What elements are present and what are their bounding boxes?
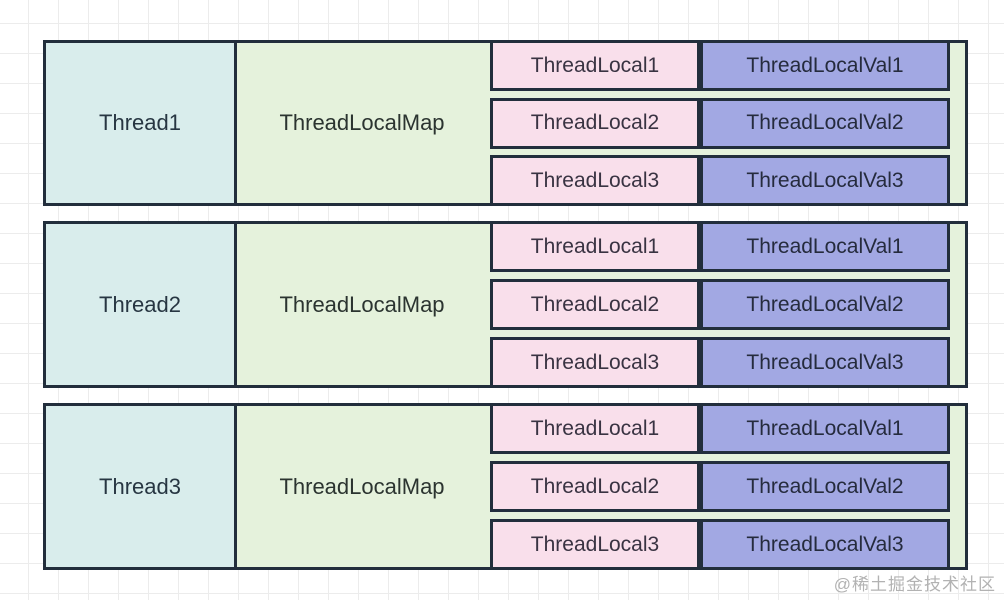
threadlocal-value-cell: ThreadLocalVal3 — [700, 519, 950, 570]
threadlocalmap-label: ThreadLocalMap — [279, 473, 445, 499]
thread-box-3: Thread3 — [43, 403, 237, 570]
entry-row: ThreadLocal3 ThreadLocalVal3 — [490, 519, 950, 570]
threadlocal-key-cell: ThreadLocal3 — [490, 337, 700, 388]
thread-group-3: Thread3 ThreadLocalMap ThreadLocal1 Thre… — [43, 403, 968, 570]
entry-row: ThreadLocal2 ThreadLocalVal2 — [490, 279, 950, 330]
entry-rows-1: ThreadLocal1 ThreadLocalVal1 ThreadLocal… — [490, 40, 950, 206]
entry-row: ThreadLocal2 ThreadLocalVal2 — [490, 97, 950, 149]
thread-box-2: Thread2 — [43, 221, 237, 388]
threadlocal-key-cell: ThreadLocal2 — [490, 97, 700, 149]
threadlocal-key-cell: ThreadLocal2 — [490, 461, 700, 512]
entry-rows-2: ThreadLocal1 ThreadLocalVal1 ThreadLocal… — [490, 221, 950, 388]
threadlocal-value-cell: ThreadLocalVal2 — [700, 461, 950, 512]
threadlocal-value-cell: ThreadLocalVal1 — [700, 40, 950, 91]
threadlocal-key-cell: ThreadLocal1 — [490, 221, 700, 272]
threadlocal-value-cell: ThreadLocalVal1 — [700, 221, 950, 272]
threadlocal-key-cell: ThreadLocal3 — [490, 519, 700, 570]
entry-row: ThreadLocal1 ThreadLocalVal1 — [490, 40, 950, 91]
threadlocal-key-cell: ThreadLocal3 — [490, 155, 700, 206]
watermark-text: @稀土掘金技术社区 — [833, 575, 996, 594]
threadlocal-value-cell: ThreadLocalVal2 — [700, 279, 950, 330]
threadlocal-key-cell: ThreadLocal2 — [490, 279, 700, 330]
thread-label: Thread1 — [99, 110, 181, 135]
entry-row: ThreadLocal1 ThreadLocalVal1 — [490, 221, 950, 272]
thread-label: Thread3 — [99, 473, 181, 499]
entry-row: ThreadLocal1 ThreadLocalVal1 — [490, 403, 950, 454]
entry-rows-3: ThreadLocal1 ThreadLocalVal1 ThreadLocal… — [490, 403, 950, 570]
threadlocal-value-cell: ThreadLocalVal3 — [700, 337, 950, 388]
threadlocal-key-cell: ThreadLocal1 — [490, 40, 700, 91]
entry-row: ThreadLocal2 ThreadLocalVal2 — [490, 461, 950, 512]
threadlocal-value-cell: ThreadLocalVal1 — [700, 403, 950, 454]
thread-label: Thread2 — [99, 291, 181, 317]
entry-row: ThreadLocal3 ThreadLocalVal3 — [490, 155, 950, 206]
threadlocal-key-cell: ThreadLocal1 — [490, 403, 700, 454]
threadlocal-value-cell: ThreadLocalVal3 — [700, 155, 950, 206]
thread-group-2: Thread2 ThreadLocalMap ThreadLocal1 Thre… — [43, 221, 968, 388]
threadlocal-value-cell: ThreadLocalVal2 — [700, 97, 950, 149]
thread-box-1: Thread1 — [43, 40, 237, 206]
threadlocalmap-label: ThreadLocalMap — [279, 110, 445, 135]
thread-group-1: Thread1 ThreadLocalMap ThreadLocal1 Thre… — [43, 40, 968, 206]
entry-row: ThreadLocal3 ThreadLocalVal3 — [490, 337, 950, 388]
threadlocalmap-label: ThreadLocalMap — [279, 291, 445, 317]
